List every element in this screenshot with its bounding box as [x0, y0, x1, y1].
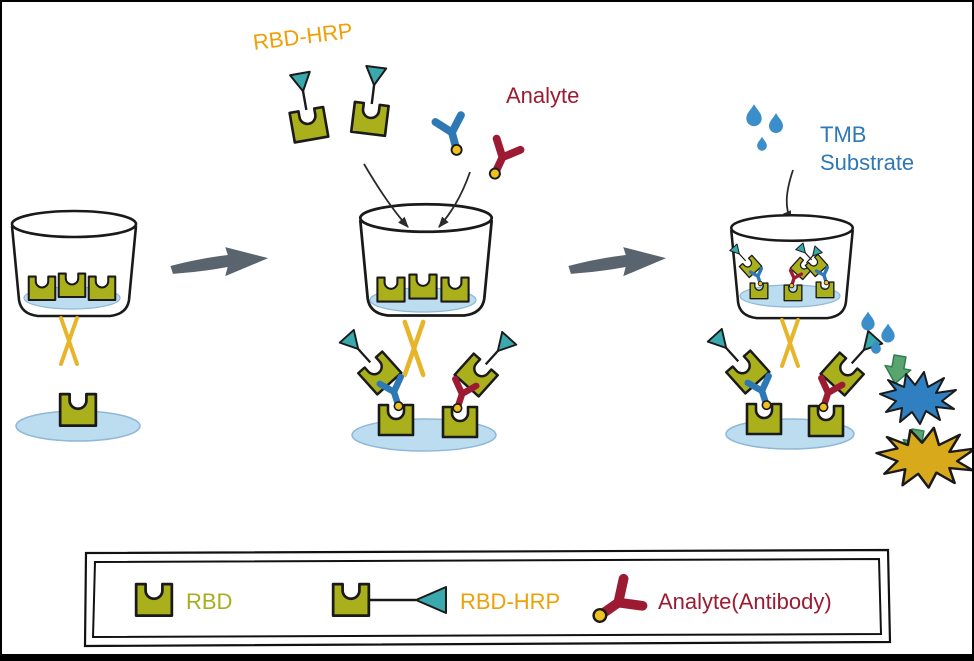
pour-arrow-left — [363, 163, 409, 228]
analyte-antibody-red — [481, 139, 521, 184]
step-arrow-1 — [169, 244, 270, 280]
tmb-droplet — [861, 311, 875, 331]
step-arrow-2 — [567, 244, 668, 280]
rbd-hrp-conjugate-icon — [351, 65, 393, 136]
gold-product-burst — [875, 426, 972, 489]
rbd-antibody-hrp-complex-red — [443, 327, 521, 437]
pour-arrow-right — [438, 171, 471, 228]
step-3-panel: TMB Substrate — [703, 104, 972, 489]
legend-rbd-icon — [134, 582, 174, 617]
step-2-panel: RBD-HRP Analyte — [252, 18, 579, 452]
blue-product-burst — [879, 371, 957, 425]
step-1-panel — [10, 209, 141, 442]
legend-analyte-label: Analyte(Antibody) — [658, 589, 832, 614]
legend-rbd-label: RBD — [186, 589, 232, 614]
zoom-flare — [59, 316, 79, 366]
analyte-label: Analyte — [506, 83, 579, 108]
legend-box-inner — [91, 557, 883, 639]
tmb-label-line1: TMB — [820, 122, 866, 147]
tmb-label-line2: Substrate — [820, 150, 914, 175]
legend-rbd-hrp-icon — [331, 582, 447, 617]
rbd-hrp-label: RBD-HRP — [252, 18, 355, 55]
rbd-antibody-hrp-complex-blue — [335, 325, 413, 435]
tmb-droplet — [746, 104, 762, 127]
rbd-icon — [58, 392, 98, 427]
hrp-flag-triangle — [415, 586, 447, 614]
zoom-flare — [780, 318, 800, 368]
tmb-droplet — [757, 136, 767, 151]
legend: RBD RBD-HRP Analyte(Antibody) — [83, 548, 892, 648]
tmb-droplet — [769, 113, 783, 133]
analyte-antibody-blue — [435, 115, 470, 158]
tmb-pour-arrow — [782, 169, 794, 222]
legend-analyte-icon — [585, 579, 642, 633]
rbd-antibody-hrp-complex-blue — [703, 324, 781, 434]
legend-rbd-hrp-label: RBD-HRP — [460, 589, 560, 614]
zoom-flare — [405, 322, 423, 375]
tmb-droplet — [881, 323, 895, 343]
legend-box-outer — [83, 548, 892, 648]
rbd-icon — [331, 582, 371, 617]
rbd-hrp-conjugate-icon — [283, 71, 328, 143]
